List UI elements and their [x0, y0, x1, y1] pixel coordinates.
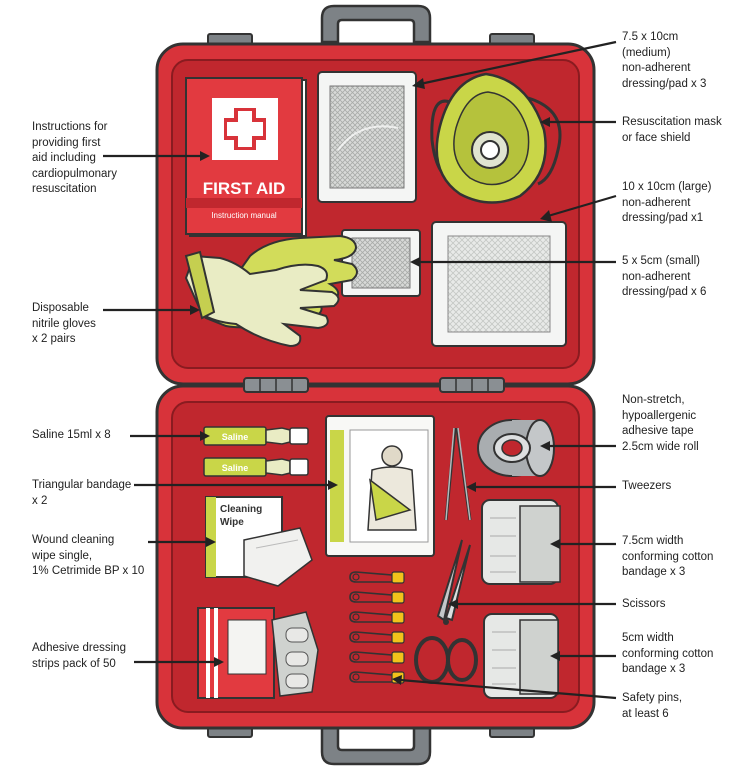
safety-pin — [349, 611, 405, 624]
manual-subtitle: Instruction manual — [211, 211, 277, 220]
callout-bandage-7-5cm: 7.5cm width conforming cotton bandage x … — [622, 535, 714, 578]
safety-pin — [349, 571, 405, 584]
safety-pin — [349, 591, 405, 604]
instruction-manual: FIRST AID Instruction manual — [185, 77, 307, 237]
saline-label-2: Saline — [222, 463, 249, 473]
leader-arrowheads — [190, 78, 560, 685]
saline-label-1: Saline — [222, 432, 249, 442]
manual-title: FIRST AID — [203, 179, 285, 198]
callout-triangular-bandage: Triangular bandage x 2 — [32, 479, 132, 507]
callout-saline: Saline 15ml x 8 — [32, 429, 111, 441]
callout-scissors: Scissors — [622, 598, 666, 610]
scissors — [414, 539, 478, 684]
bandage-5cm — [483, 613, 559, 699]
adhesive-strips — [197, 607, 319, 699]
adhesive-tape-roll — [477, 419, 555, 477]
callout-adhesive-strips: Adhesive dressing strips pack of 50 — [32, 642, 126, 670]
tweezers — [444, 427, 472, 521]
cleaning-wipe: Cleaning Wipe — [205, 496, 313, 587]
callout-large-pad: 10 x 10cm (large) non-adherent dressing/… — [622, 181, 712, 224]
callout-gloves: Disposable nitrile gloves x 2 pairs — [32, 302, 96, 345]
leader-lines — [103, 40, 617, 700]
callout-tape: Non-stretch, hypoallergenic adhesive tap… — [622, 394, 699, 453]
hinge-right — [439, 377, 505, 393]
callout-mask: Resuscitation mask or face shield — [622, 116, 722, 144]
large-dressing-pad — [431, 221, 567, 347]
saline-ampoule-2: Saline — [203, 457, 309, 477]
safety-pin — [349, 651, 405, 664]
resuscitation-mask — [430, 72, 562, 204]
wipe-label: Cleaning Wipe — [220, 504, 265, 528]
safety-pin — [349, 631, 405, 644]
callout-instructions: Instructions for providing first aid inc… — [32, 121, 118, 195]
callout-tweezers: Tweezers — [622, 480, 672, 492]
safety-pins — [349, 571, 405, 684]
bandage-7-5cm — [481, 499, 561, 585]
callout-cleaning-wipe: Wound cleaning wipe single, 1% Cetrimide… — [32, 534, 145, 577]
callout-bandage-5cm: 5cm width conforming cotton bandage x 3 — [622, 632, 714, 675]
hinge-left — [243, 377, 309, 393]
callout-medium-pad: 7.5 x 10cm (medium) non-adherent dressin… — [622, 31, 707, 90]
nitrile-gloves — [184, 234, 358, 348]
small-dressing-pad — [341, 229, 421, 297]
callout-small-pad: 5 x 5cm (small) non-adherent dressing/pa… — [622, 255, 707, 298]
medium-dressing-pad — [317, 71, 417, 203]
saline-ampoule-1: Saline — [203, 426, 309, 446]
triangular-bandage — [325, 415, 435, 557]
callout-safety-pins: Safety pins, at least 6 — [622, 692, 683, 720]
